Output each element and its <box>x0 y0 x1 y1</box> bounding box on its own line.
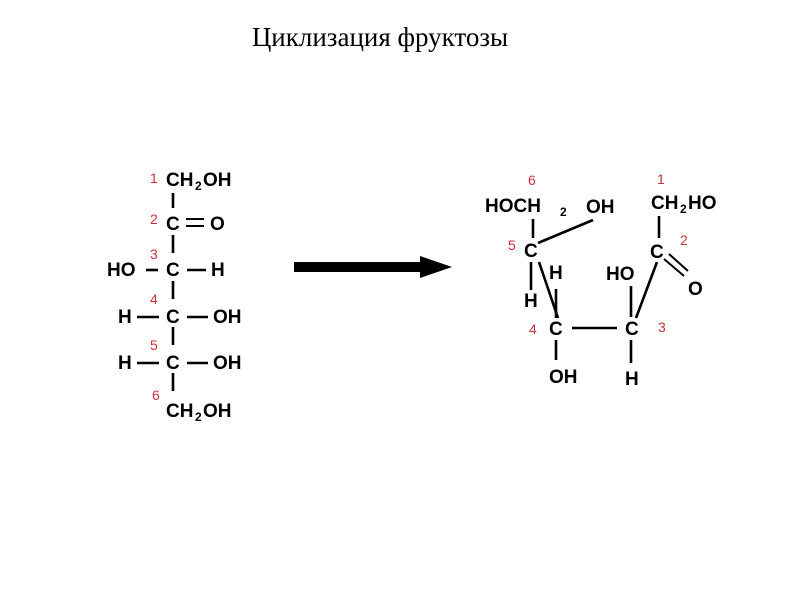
carbon-number-4: 4 <box>150 291 158 307</box>
c4-carbon: C <box>166 307 180 328</box>
c6-oh-label: OH <box>203 401 232 422</box>
c5-h-label: H <box>118 353 132 374</box>
reaction-arrow <box>294 256 452 278</box>
c1-ch-label: CH <box>166 170 193 191</box>
ring-c4-carbon: C <box>549 319 563 340</box>
c4-oh-label: OH <box>213 307 242 328</box>
arrow-shaft <box>294 262 422 272</box>
open-chain-structure: 1 2 3 4 5 6 CH 2 OH C O HO C H H C OH H <box>107 170 242 424</box>
carbon-number-2: 2 <box>150 211 158 227</box>
c1-subscript: 2 <box>195 179 202 193</box>
ring-number-4: 4 <box>529 321 537 337</box>
ring-c2-double-bond-2 <box>668 253 689 272</box>
c3-carbon: C <box>166 260 180 281</box>
bond-ring-c5-oh <box>537 218 594 245</box>
ring-c2-double-bond-1 <box>663 258 685 277</box>
ring-c5-oh-label: OH <box>586 197 615 218</box>
ring-c1-ho-label: HO <box>688 193 717 214</box>
ring-c1-ch-label: CH <box>651 193 678 214</box>
carbon-number-3: 3 <box>150 246 158 262</box>
c3-h-label: H <box>211 260 225 281</box>
ring-c5-carbon: C <box>524 241 538 262</box>
ring-c4-oh-label: OH <box>549 367 578 388</box>
ring-number-1: 1 <box>657 171 665 187</box>
ring-c3-carbon: C <box>625 319 639 340</box>
c6-ch-label: CH <box>166 401 193 422</box>
carbon-number-1: 1 <box>150 170 158 186</box>
c5-carbon: C <box>166 353 180 374</box>
c1-oh-label: OH <box>203 170 232 191</box>
c4-h-label: H <box>118 307 132 328</box>
ring-c2-carbon: C <box>650 242 664 263</box>
c3-ho-label: HO <box>107 260 136 281</box>
ring-c3-ho-label: HO <box>606 264 635 285</box>
slide-title: Циклизация фруктозы <box>251 22 509 52</box>
ring-number-2: 2 <box>680 232 688 248</box>
bond-ring-c3-c2 <box>634 261 659 319</box>
ring-number-3: 3 <box>658 319 666 335</box>
ring-number-5: 5 <box>508 237 516 253</box>
c2-oxygen: O <box>210 214 225 235</box>
ring-c3-h-label: H <box>625 369 639 390</box>
ring-c5-h-lower-label: H <box>524 291 538 312</box>
cyclic-structure: 6 5 4 3 2 1 HOCH 2 OH C H H C OH C HO H <box>485 171 717 390</box>
ring-number-6: 6 <box>528 172 536 188</box>
c5-oh-label: OH <box>213 353 242 374</box>
ring-c1-subscript: 2 <box>680 202 687 216</box>
ring-c2-oxygen: O <box>688 279 703 300</box>
carbon-number-6: 6 <box>152 387 160 403</box>
carbon-number-5: 5 <box>150 337 158 353</box>
ring-c6-hoch-label: HOCH <box>485 196 541 217</box>
ring-c5-h-label: H <box>549 263 563 284</box>
c2-carbon: C <box>166 214 180 235</box>
arrow-head <box>420 256 452 278</box>
ring-c6-subscript: 2 <box>560 205 567 219</box>
c6-subscript: 2 <box>195 410 202 424</box>
